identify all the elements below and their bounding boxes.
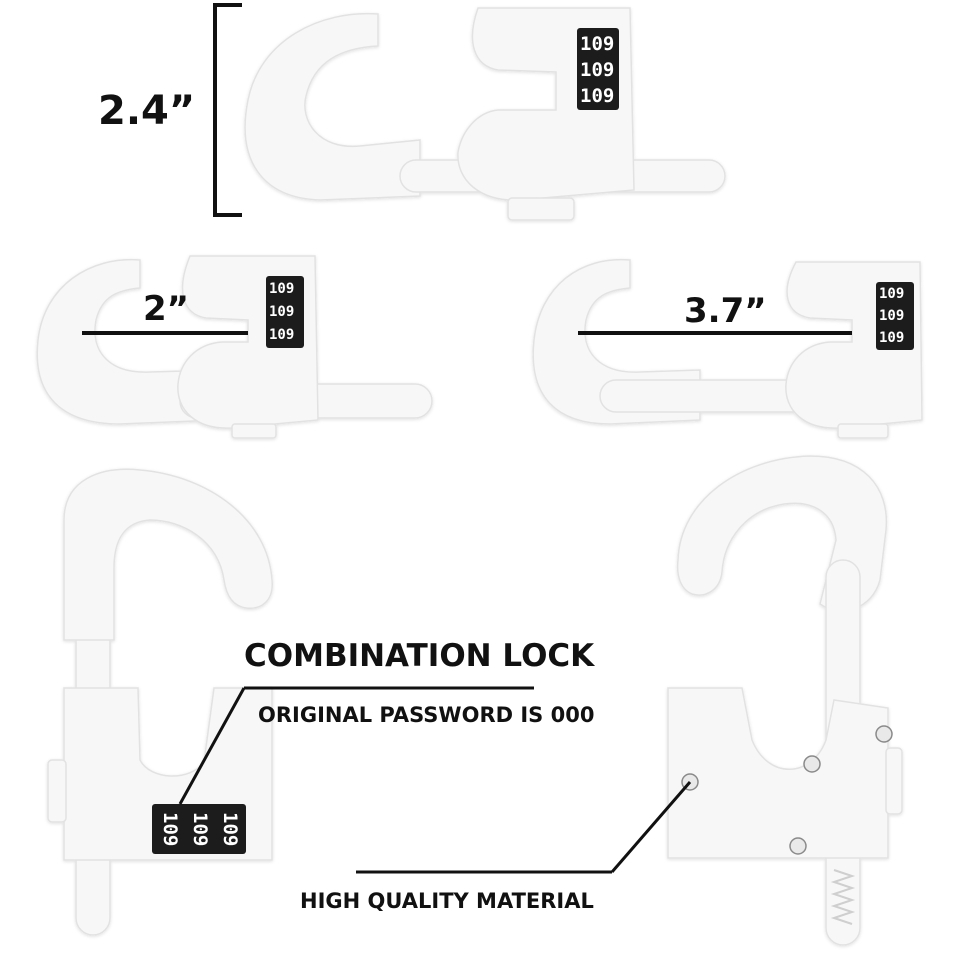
screw-icon — [803, 755, 821, 773]
lock-max-dial-row-2: 109 — [879, 308, 904, 324]
lock-front-view — [47, 468, 273, 936]
lock-top-view — [244, 7, 726, 221]
combination-lock-pointer — [178, 687, 246, 805]
original-password-note: ORIGINAL PASSWORD IS 000 — [258, 703, 594, 727]
height-bracket — [213, 3, 242, 217]
lock-top-dial-row-2: 109 — [580, 59, 614, 81]
lock-front-dial-col-2: 109 — [189, 812, 211, 846]
lock-front-dial-col-1: 109 — [159, 812, 181, 846]
material-pointer — [610, 781, 692, 873]
lock-top-dial-window: 109 109 109 — [577, 28, 619, 110]
lock-min-dial-row-2: 109 — [269, 304, 294, 320]
combination-lock-title: COMBINATION LOCK — [244, 638, 595, 674]
lock-top-dial-row-3: 109 — [580, 85, 614, 107]
screw-icon — [875, 725, 893, 743]
lock-front-dial-window: 109 109 109 — [152, 804, 246, 854]
lock-top-dial-row-1: 109 — [580, 33, 614, 55]
lock-min-dial-row-1: 109 — [269, 281, 294, 297]
lock-max-dial-row-3: 109 — [879, 330, 904, 346]
screw-icon — [789, 837, 807, 855]
lock-max-span-dial-window: 109 109 109 — [876, 282, 914, 350]
lock-back-view — [667, 455, 903, 946]
lock-max-span-view — [532, 258, 923, 439]
lock-min-span-view — [36, 255, 433, 439]
height-label: 2.4” — [98, 88, 195, 134]
lock-back-ratchet-teeth — [830, 869, 856, 925]
lock-min-dial-row-3: 109 — [269, 327, 294, 343]
lock-front-dial-col-3: 109 — [219, 812, 241, 846]
min-span-label: 2” — [143, 289, 189, 329]
max-span-label: 3.7” — [684, 291, 767, 331]
material-note: HIGH QUALITY MATERIAL — [300, 889, 594, 913]
lock-max-dial-row-1: 109 — [879, 286, 904, 302]
lock-min-span-dial-window: 109 109 109 — [266, 276, 304, 348]
